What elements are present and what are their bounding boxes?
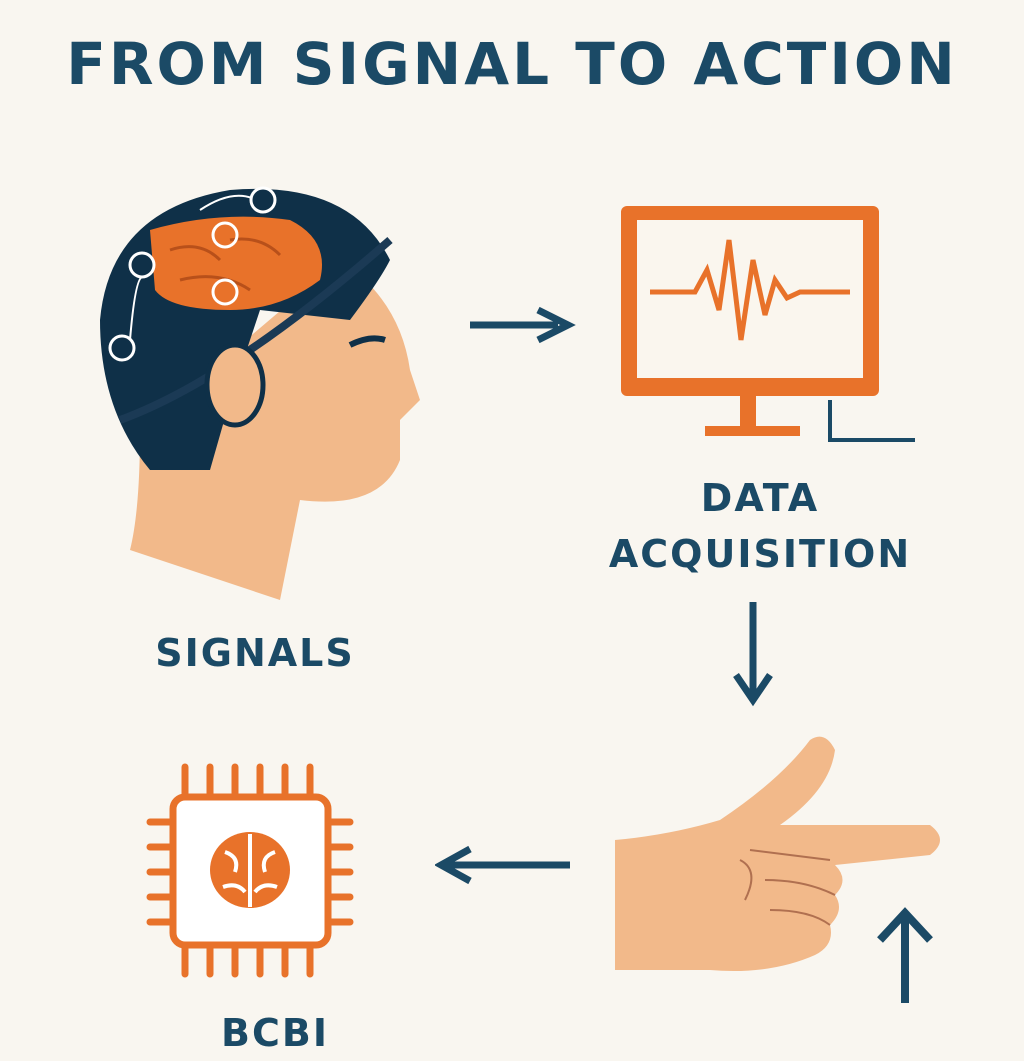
arrow-right-icon <box>470 306 576 344</box>
monitor-waveform-icon <box>621 206 915 442</box>
data-acquisition-line1: DATA <box>700 476 820 520</box>
arrow-left-icon <box>435 845 570 885</box>
step-label-processing: BCBI <box>221 1011 329 1055</box>
head-with-eeg-icon <box>100 186 420 600</box>
step-label-signals: SIGNALS <box>155 631 355 675</box>
brain-chip-icon <box>146 763 354 978</box>
arrow-down-icon <box>733 602 773 707</box>
data-acquisition-line2: ACQUISITION <box>608 532 912 576</box>
pointing-hand-icon <box>615 736 940 971</box>
page-title: FROM SIGNAL TO ACTION <box>66 30 958 98</box>
arrow-up-icon <box>877 907 933 1003</box>
step-label-data-acquisition: DATA ACQUISITION <box>560 470 960 582</box>
